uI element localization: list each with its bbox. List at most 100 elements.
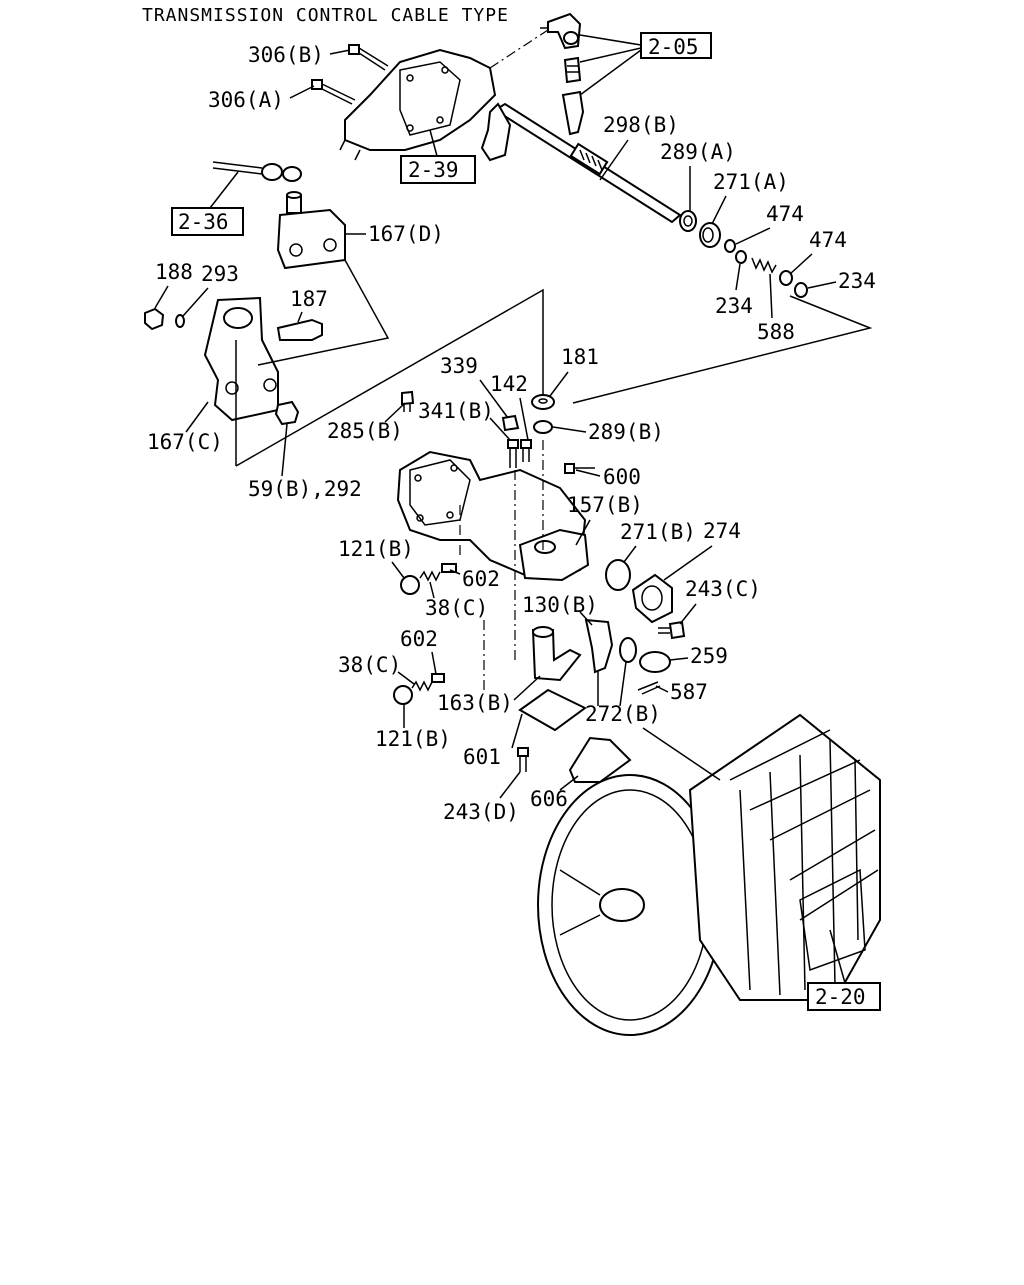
ring-234b — [794, 282, 808, 298]
bolt-243c — [658, 620, 686, 640]
leader-2-36 — [209, 171, 239, 209]
leader-2-05 — [579, 34, 642, 96]
ref-box-2-20: 2-20 — [807, 982, 881, 1011]
hose-end-fitting — [561, 90, 585, 136]
leader-163b — [513, 675, 541, 701]
label-272b: 272(B) — [585, 702, 661, 726]
leader-243d — [499, 771, 521, 799]
shift-shaft — [480, 102, 682, 224]
lever-163b — [531, 626, 582, 682]
ref-box-2-05: 2-05 — [640, 32, 712, 59]
label-339: 339 — [440, 354, 478, 378]
label-600: 600 — [603, 465, 641, 489]
label-243c: 243(C) — [685, 577, 761, 601]
label-306a: 306(A) — [208, 88, 284, 112]
label-234a: 234 — [715, 294, 753, 318]
label-59b: 59(B),292 — [248, 477, 362, 501]
bolt-600 — [564, 463, 595, 474]
leader-167c — [185, 401, 209, 433]
washer-474b — [779, 270, 793, 286]
bolt-306b — [348, 44, 389, 71]
leader-339 — [479, 379, 509, 419]
label-587: 587 — [670, 680, 708, 704]
leader-59b-frame — [235, 288, 544, 467]
leader-271a — [711, 195, 727, 225]
ref-2-36: 2-36 — [178, 210, 229, 234]
leader-298b — [599, 139, 629, 181]
label-157b: 157(B) — [567, 493, 643, 517]
elbow-fitting — [540, 12, 582, 50]
plug-285b — [401, 390, 415, 412]
bolt-306a — [311, 79, 356, 105]
label-602-upper: 602 — [462, 567, 500, 591]
label-167c: 167(C) — [147, 430, 223, 454]
pin-602-upper — [441, 563, 457, 573]
leader-602-upper — [449, 569, 461, 575]
label-285b: 285(B) — [327, 419, 403, 443]
leader-588 — [769, 273, 773, 319]
nut-59b — [274, 400, 300, 426]
leader-474a — [735, 227, 771, 245]
leader-289b — [552, 426, 587, 433]
leader-274 — [663, 545, 713, 581]
bolt-341b — [507, 439, 519, 468]
leader-38c-lower — [397, 671, 415, 685]
label-474b: 474 — [809, 228, 847, 252]
union-fitting — [563, 56, 582, 84]
label-167d: 167(D) — [368, 222, 444, 246]
label-234b: 234 — [838, 269, 876, 293]
ref-2-05: 2-05 — [648, 35, 699, 59]
cable-end — [212, 161, 302, 182]
label-601: 601 — [463, 745, 501, 769]
leader-142 — [519, 397, 529, 441]
label-181: 181 — [561, 345, 599, 369]
leader-121b-upper — [391, 561, 405, 579]
leader-602-lower — [431, 651, 437, 675]
leader-181 — [549, 371, 569, 397]
spring-38c-upper — [419, 570, 441, 582]
leader-341b — [489, 417, 511, 441]
washer-293 — [175, 314, 185, 328]
spring-588 — [751, 257, 777, 274]
label-163b: 163(B) — [437, 691, 513, 715]
label-588: 588 — [757, 320, 795, 344]
label-474a: 474 — [766, 202, 804, 226]
bushing-271b — [605, 559, 631, 591]
centerline-housing-axis — [459, 440, 544, 690]
pin-587 — [637, 681, 661, 695]
bracket-606 — [568, 736, 632, 783]
bolt-142 — [520, 439, 532, 462]
label-341b: 341(B) — [418, 399, 494, 423]
leader-243c — [679, 603, 697, 625]
leader-587 — [655, 685, 669, 693]
label-602-lower: 602 — [400, 627, 438, 651]
leader-293 — [182, 287, 209, 317]
bracket-167d — [276, 191, 346, 270]
diagram-title: TRANSMISSION CONTROL CABLE TYPE — [142, 5, 509, 26]
ref-box-2-39: 2-39 — [400, 155, 476, 184]
leader-600 — [575, 469, 601, 477]
leader-2-20 — [829, 929, 846, 984]
pin-187 — [276, 318, 323, 341]
centerline-housing — [489, 29, 549, 69]
label-142: 142 — [490, 372, 528, 396]
leader-130b — [579, 611, 593, 626]
label-293: 293 — [201, 262, 239, 286]
shift-lever-130b — [584, 618, 614, 674]
ref-2-39: 2-39 — [408, 158, 459, 182]
label-130b: 130(B) — [522, 593, 598, 617]
ref-2-20: 2-20 — [815, 985, 866, 1009]
seal-289b — [533, 420, 553, 434]
label-271a: 271(A) — [713, 170, 789, 194]
leader-2-39 — [429, 129, 438, 157]
sensor-274 — [631, 573, 673, 624]
leader-306a — [289, 85, 315, 99]
label-243d: 243(D) — [443, 800, 519, 824]
bolt-339 — [501, 414, 520, 432]
plug-121b-lower — [393, 685, 413, 705]
control-housing — [339, 48, 497, 161]
leader-601 — [511, 713, 523, 749]
plug-121b-upper — [400, 575, 420, 595]
label-306b: 306(B) — [248, 43, 324, 67]
